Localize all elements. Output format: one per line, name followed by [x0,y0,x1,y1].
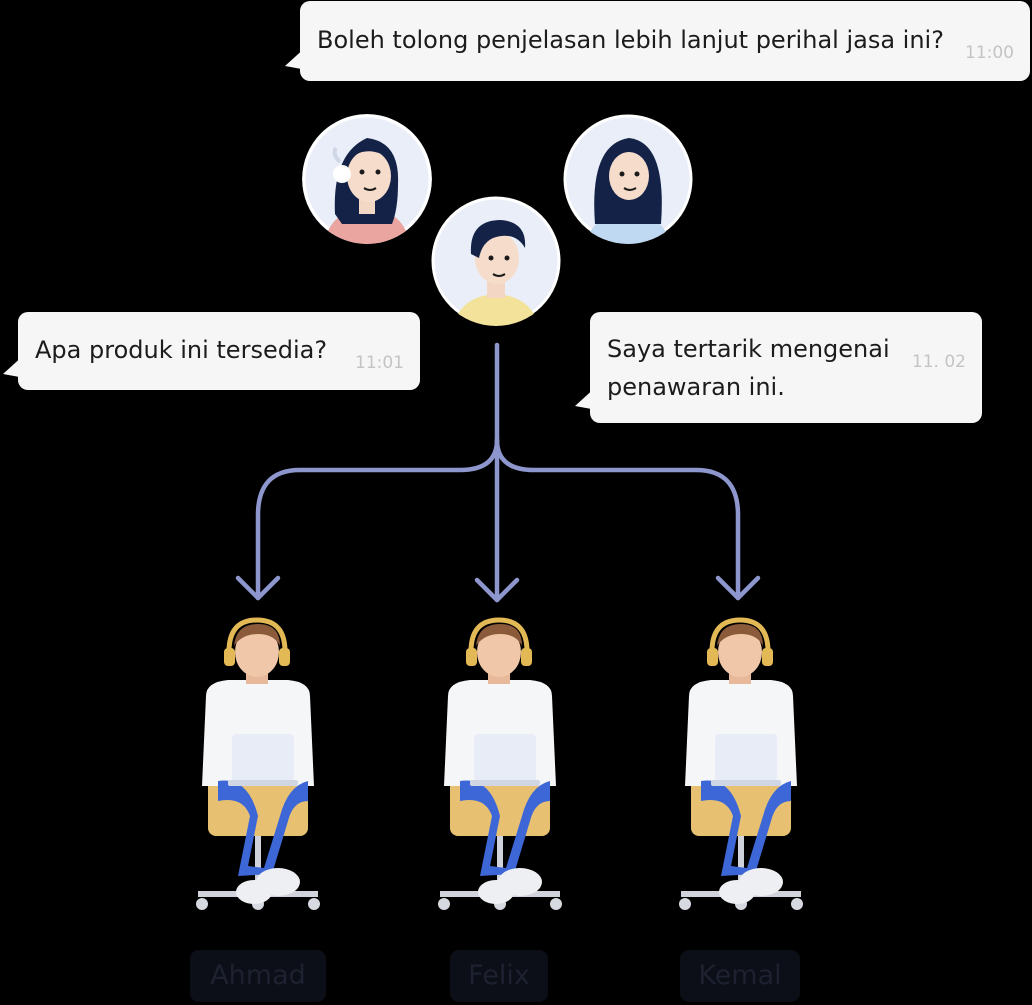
chat-message-right-line1: Saya tertarik mengenai [607,335,890,363]
agent-name-kemal: Kemal [680,950,800,1002]
agent-with-laptop-figure [438,617,562,910]
agent-with-laptop-figure [196,617,320,910]
chat-bubble-right: Saya tertarik mengenai penawaran ini. 11… [590,312,982,423]
chat-time-right: 11. 02 [911,352,966,372]
chat-message-left: Apa produk ini tersedia? [35,336,328,364]
agent-with-laptop-figure [679,617,803,910]
chat-message-top: Boleh tolong penjelasan lebih lanjut per… [317,26,944,54]
man-avatar [431,196,561,326]
woman-headset-avatar [302,114,432,244]
chat-time-left: 11:01 [355,353,404,373]
chat-bubble-top: Boleh tolong penjelasan lebih lanjut per… [300,1,1030,81]
chat-time-top: 11:00 [965,43,1014,63]
connector-branch-right [494,437,741,601]
down-arrow-icon [715,575,761,601]
connector-branch-left [255,437,500,601]
hijab-woman-avatar [563,114,693,244]
chat-message-right-line2: penawaran ini. [607,373,785,401]
chat-bubble-left: Apa produk ini tersedia? 11:01 [18,312,420,390]
agent-name-felix: Felix [450,950,548,1002]
down-arrow-icon [474,577,520,603]
down-arrow-icon [235,575,281,601]
agent-name-ahmad: Ahmad [190,950,326,1002]
